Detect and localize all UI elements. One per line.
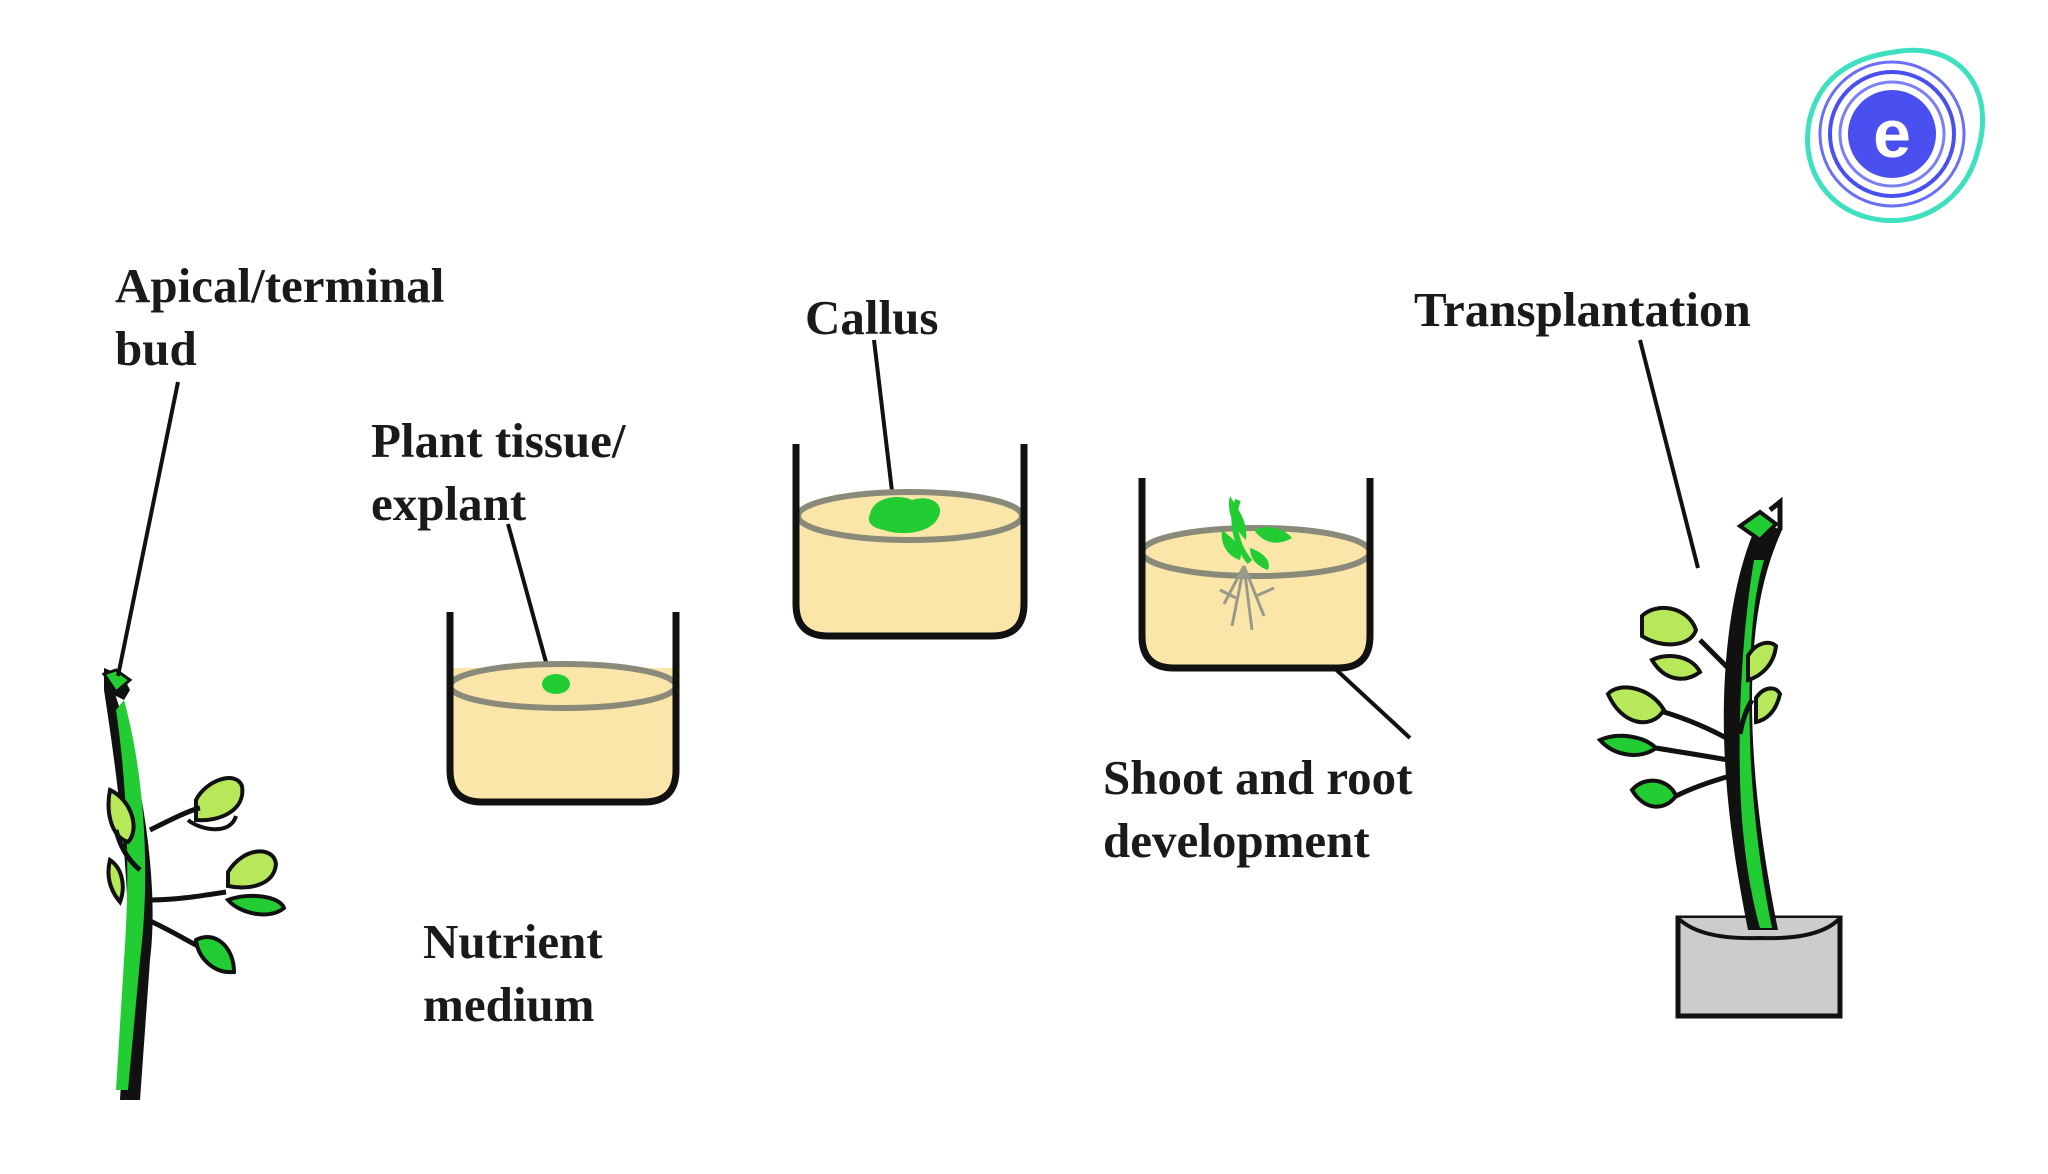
explant-container bbox=[446, 612, 680, 806]
label-transplantation: Transplantation bbox=[1414, 278, 1751, 341]
callus-mass bbox=[868, 496, 941, 534]
label-line: explant bbox=[371, 476, 527, 531]
label-plant-tissue: Plant tissue/ explant bbox=[371, 409, 626, 535]
plant-tissue-pointer bbox=[506, 523, 554, 685]
label-line: Apical/terminal bbox=[115, 258, 445, 313]
transplantation-pointer bbox=[1638, 339, 1700, 569]
callus-pointer bbox=[872, 339, 896, 509]
roots bbox=[1219, 565, 1275, 631]
brand-logo: e bbox=[1805, 47, 1985, 224]
callus-container bbox=[792, 444, 1028, 640]
label-line: Shoot and root bbox=[1103, 750, 1413, 805]
apical-bud-pointer bbox=[116, 381, 180, 677]
explant-tissue bbox=[542, 674, 570, 694]
label-line: development bbox=[1103, 813, 1370, 868]
label-shoot-root: Shoot and root development bbox=[1103, 746, 1413, 872]
logo-letter: e bbox=[1873, 96, 1911, 172]
apical-bud-plant bbox=[101, 668, 287, 1100]
label-nutrient-medium: Nutrient medium bbox=[423, 910, 603, 1036]
label-callus: Callus bbox=[805, 286, 938, 349]
label-line: Callus bbox=[805, 290, 939, 345]
label-line: Transplantation bbox=[1414, 282, 1751, 337]
shoot bbox=[1221, 496, 1292, 570]
label-line: Nutrient bbox=[423, 914, 603, 969]
shoot-root-container bbox=[1138, 478, 1374, 672]
label-line: bud bbox=[115, 321, 197, 376]
label-line: Plant tissue/ bbox=[371, 413, 626, 468]
label-apical-bud: Apical/terminal bud bbox=[115, 254, 444, 380]
transplanted-plant bbox=[1596, 496, 1843, 1019]
label-line: medium bbox=[423, 977, 595, 1032]
